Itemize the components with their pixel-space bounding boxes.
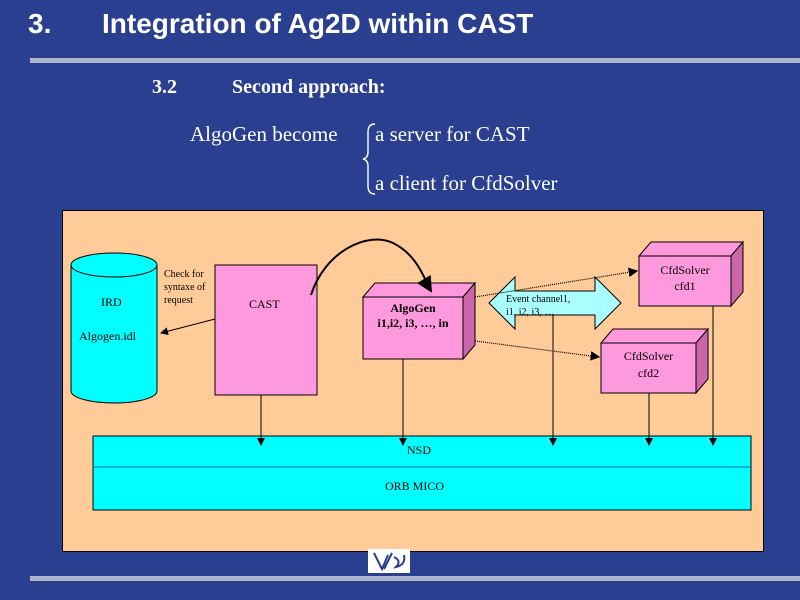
section-title: Second approach:: [232, 76, 386, 98]
ird-label: IRD: [101, 295, 122, 309]
diagram-shapes: [70, 238, 752, 511]
orb-label: ORB MICO: [385, 479, 445, 493]
statement-item-server: a server for CAST: [375, 122, 530, 146]
event-channel-label: Event channel1, i1, i2, i3, …: [506, 294, 571, 318]
cast-label: CAST: [249, 297, 280, 311]
event-channel-arrow: [488, 275, 622, 331]
statement-item-client: a client for CfdSolver: [375, 171, 558, 195]
cfdsolver-cfd2-label: CfdSolver cfd2: [623, 349, 674, 380]
page-title: Integration of Ag2D within CAST: [102, 8, 534, 39]
institution-logo-icon: [368, 549, 410, 573]
architecture-diagram: IRD Algogen.idl Check for syntaxe of req…: [62, 210, 764, 552]
check-syntax-note: Check for syntaxe of request: [164, 269, 206, 306]
header-number: 3.: [28, 8, 52, 39]
cfdsolver-cfd1-label: CfdSolver cfd1: [660, 263, 710, 293]
algogen-label: AlgoGen i1,i2, i3, …, in: [377, 301, 449, 330]
section-number: 3.2: [152, 76, 177, 98]
cfdsolver-cfd2-box: [599, 327, 710, 395]
orb-bus: [92, 435, 752, 511]
brace-icon: [362, 123, 376, 195]
footer-divider: [30, 576, 800, 581]
idl-file-label: Algogen.idl: [79, 329, 136, 343]
cast-box: [214, 264, 318, 396]
statement-subject: AlgoGen become: [190, 122, 338, 146]
ird-cylinder: [70, 252, 158, 404]
nsd-label: NSD: [407, 443, 432, 457]
header-divider: [30, 58, 800, 63]
cfdsolver-cfd1-box: [637, 240, 745, 308]
